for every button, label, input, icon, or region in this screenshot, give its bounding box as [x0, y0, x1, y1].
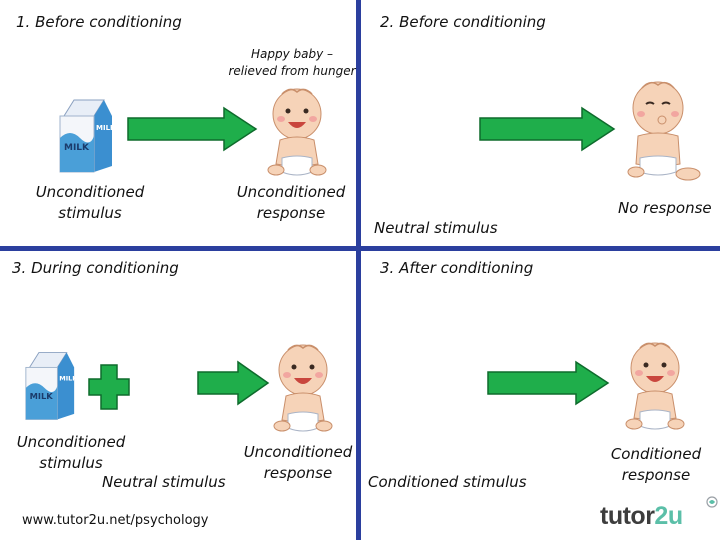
panel3-title: 3. During conditioning [12, 259, 179, 277]
tutor2u-logo-icon [706, 496, 718, 508]
arrow-right-icon [127, 106, 258, 152]
panel3-neutral-label: Neutral stimulus [102, 473, 226, 491]
panel2-title: 2. Before conditioning [380, 13, 546, 31]
svg-text:MILK: MILK [96, 124, 114, 132]
panel3-response-label: Unconditioned response [243, 443, 353, 482]
plus-icon [88, 364, 130, 410]
arrow-right-icon [487, 360, 610, 406]
panel1-stimulus-label: Unconditioned stimulus [35, 183, 145, 222]
panel1-caption: Happy baby – relieved from hunger [228, 47, 356, 78]
baby-icon [267, 88, 327, 176]
panel4-title: 3. After conditioning [380, 259, 534, 277]
arrow-right-icon [479, 106, 616, 152]
svg-text:MILK: MILK [59, 374, 76, 382]
milk-carton-icon: MILK MILK [25, 352, 76, 420]
vertical-divider [356, 0, 361, 540]
baby-icon [627, 81, 701, 181]
panel2-response-label: No response [618, 199, 712, 217]
milk-carton-icon: MILK MILK [59, 99, 114, 173]
arrow-right-icon [197, 360, 270, 406]
logo-accent: 2u [654, 502, 683, 530]
logo-main: tutor [600, 502, 655, 530]
panel1-title: 1. Before conditioning [16, 13, 182, 31]
panel4-response-label: Conditioned response [610, 445, 702, 484]
panel3-stimulus-label: Unconditioned stimulus [16, 433, 126, 472]
tutor2u-logo: tutor2u [600, 496, 718, 531]
svg-text:MILK: MILK [64, 143, 90, 153]
svg-text:MILK: MILK [30, 391, 54, 401]
baby-icon [273, 344, 333, 432]
footer-url: www.tutor2u.net/psychology [22, 513, 209, 528]
panel4-stimulus-label: Conditioned stimulus [368, 473, 527, 491]
panel2-stimulus-label: Neutral stimulus [374, 219, 498, 237]
baby-icon [625, 342, 685, 430]
panel1-response-label: Unconditioned response [236, 183, 346, 222]
horizontal-divider [0, 246, 720, 251]
